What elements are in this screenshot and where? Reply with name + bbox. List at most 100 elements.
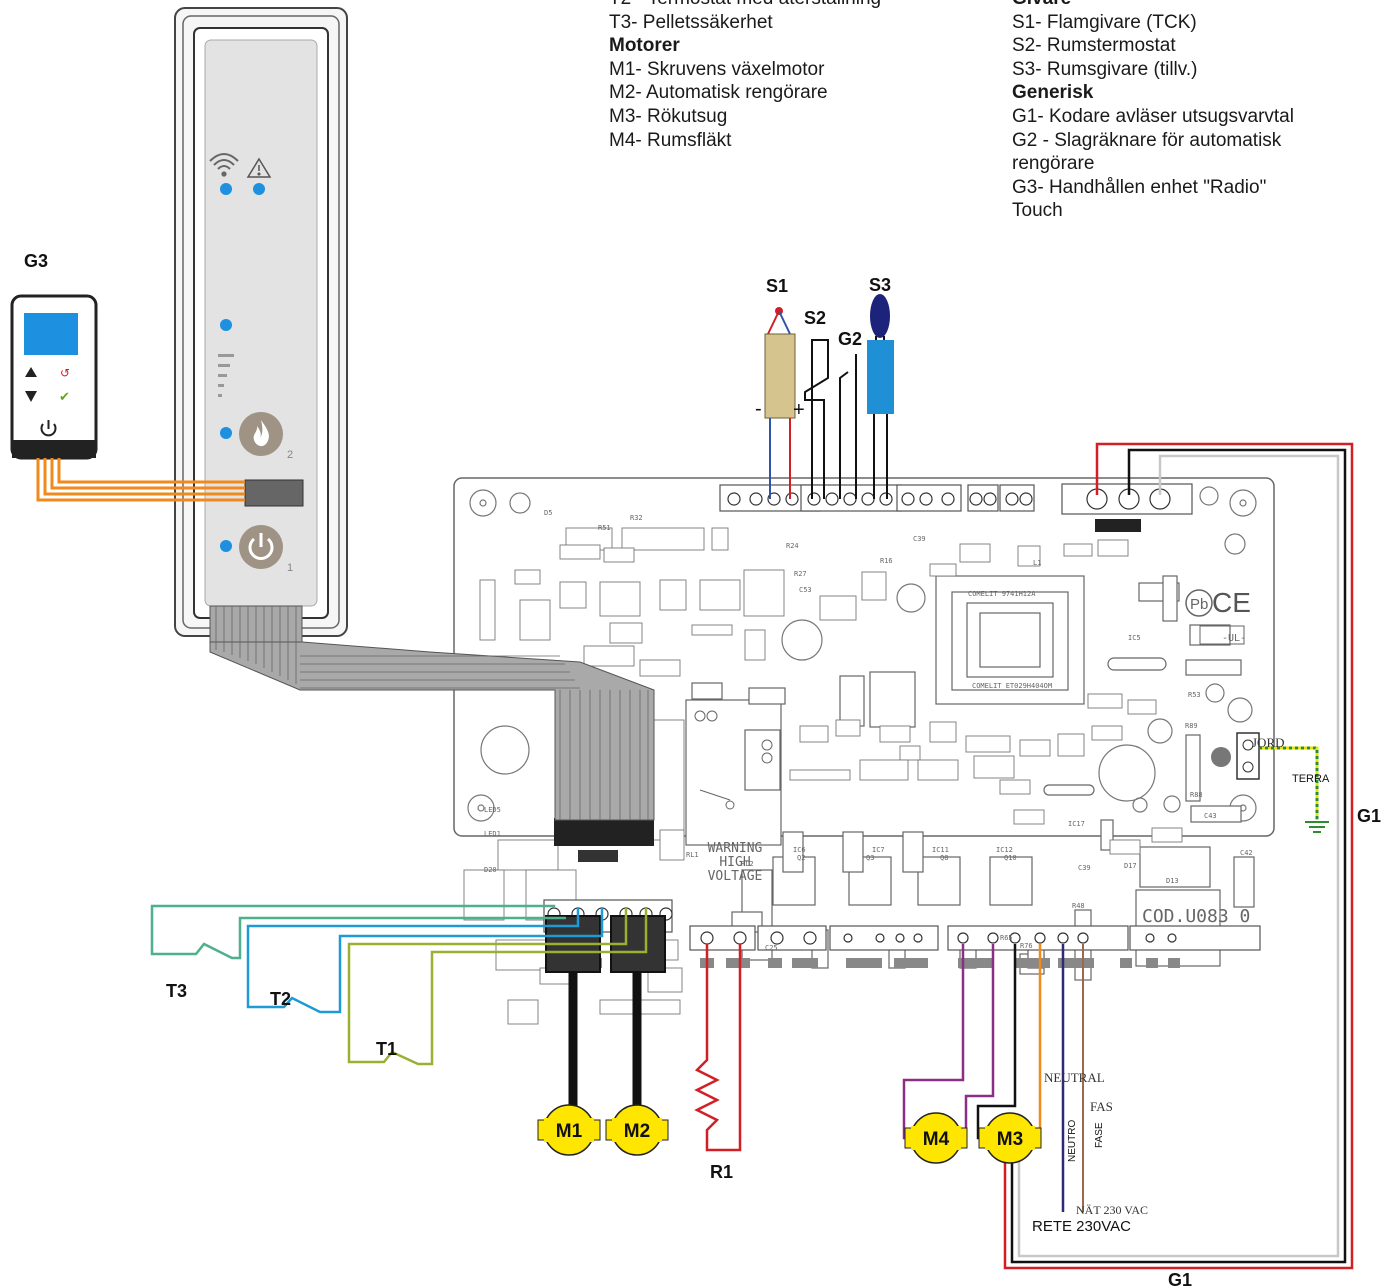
svg-text:Q3: Q3: [866, 854, 874, 862]
control-panel: 2 1: [174, 7, 655, 821]
warning-line-1: WARNING: [708, 841, 763, 856]
ul-mark: -UL-: [1222, 633, 1246, 644]
legend-item: T2 - Termostat med återställning: [609, 0, 989, 11]
svg-text:R88: R88: [1190, 791, 1203, 799]
legend-item: M4- Rumsfläkt: [609, 129, 732, 151]
flame-button[interactable]: [239, 412, 283, 456]
neutro-label: NEUTRO: [1067, 1120, 1078, 1162]
svg-text:R16: R16: [880, 557, 893, 565]
m2-label: M2: [624, 1121, 650, 1142]
neutral-label: NEUTRAL: [1044, 1070, 1105, 1085]
legend-item: M1- Skruvens växelmotor: [609, 58, 825, 80]
legend-item: G1- Kodare avläser utsugsvarvtal: [1012, 105, 1294, 127]
svg-text:D17: D17: [1124, 862, 1137, 870]
svg-text:C39: C39: [1078, 864, 1091, 872]
warning-line-3: VOLTAGE: [708, 869, 763, 884]
warning-line-2: HIGH: [719, 855, 750, 870]
m1-label: M1: [556, 1121, 583, 1142]
svg-text:C39: C39: [913, 535, 926, 543]
svg-text:C25: C25: [765, 944, 778, 952]
svg-text:IC7: IC7: [872, 846, 885, 854]
svg-text:R76: R76: [1020, 942, 1033, 950]
svg-text:Q8: Q8: [940, 854, 948, 862]
svg-text:R24: R24: [786, 542, 799, 550]
legend-item: Touch: [1012, 200, 1063, 222]
power-button-number: 1: [287, 562, 293, 574]
g1-bottom-label: G1: [1168, 1270, 1192, 1288]
svg-text:Pb: Pb: [1190, 596, 1208, 613]
power-button[interactable]: [239, 525, 283, 569]
svg-text:R89: R89: [1185, 722, 1198, 730]
nat-label: NÄT 230 VAC: [1076, 1203, 1148, 1217]
remote-power-icon: [40, 420, 57, 437]
legend-item: T3- Pelletssäkerhet: [609, 11, 773, 33]
up-arrow-icon: [25, 367, 37, 377]
legend-left: T2 - Termostat med återställningT3- Pell…: [609, 0, 989, 152]
legend-right: GivareS1- Flamgivare (TCK)S2- Rumstermos…: [1012, 0, 1382, 223]
svg-text:IC6: IC6: [793, 846, 806, 854]
svg-text:R27: R27: [794, 570, 807, 578]
legend-item: M3- Rökutsug: [609, 105, 728, 127]
svg-text:IC12: IC12: [996, 846, 1013, 854]
svg-text:R51: R51: [598, 524, 611, 532]
s1-plus: +: [793, 399, 805, 421]
rete-label: RETE 230VAC: [1032, 1218, 1131, 1235]
motor-m3: [978, 1112, 1042, 1164]
svg-text:IC5: IC5: [1128, 634, 1141, 642]
g2-label: G2: [838, 329, 862, 349]
legend-heading: Motorer: [609, 35, 680, 57]
motor-m4: [904, 1112, 968, 1164]
fas-label: FAS: [1090, 1099, 1113, 1114]
back-icon: ↺: [60, 366, 70, 380]
svg-text:C53: C53: [799, 586, 812, 594]
g3-remote: ↺ ✔: [10, 294, 98, 460]
legend-item: S2- Rumstermostat: [1012, 35, 1176, 57]
r1-label: R1: [710, 1162, 733, 1182]
legend-item: M2- Automatisk rengörare: [609, 82, 828, 104]
svg-text:D5: D5: [544, 509, 552, 517]
check-icon: ✔: [59, 390, 70, 405]
legend-item: rengörare: [1012, 153, 1095, 175]
motor-m1: [537, 1104, 601, 1156]
flame-icon: [253, 420, 269, 447]
wifi-icon: [209, 153, 239, 177]
svg-text:RL2: RL2: [741, 860, 754, 868]
legend-heading: Generisk: [1012, 82, 1094, 104]
svg-text:R65: R65: [1000, 934, 1013, 942]
legend-item: G2 - Slagräknare för automatisk: [1012, 129, 1282, 151]
svg-text:R32: R32: [630, 514, 643, 522]
svg-text:COMELIT 9741H12A: COMELIT 9741H12A: [968, 590, 1036, 598]
svg-text:Q10: Q10: [1004, 854, 1017, 862]
t1-label: T1: [376, 1039, 397, 1059]
svg-text:L1: L1: [1033, 559, 1041, 567]
g1-right-label: G1: [1357, 806, 1381, 826]
svg-text:IC17: IC17: [1068, 820, 1085, 828]
svg-text:C43: C43: [1204, 812, 1217, 820]
s1-flame-sensor: [764, 307, 796, 499]
m3-label: M3: [997, 1129, 1023, 1150]
s2-room-thermostat: [804, 339, 829, 499]
svg-text:COMELIT ET029H404OM: COMELIT ET029H404OM: [972, 682, 1052, 690]
m4-label: M4: [923, 1129, 950, 1150]
s3-label: S3: [869, 275, 891, 295]
motor-m2: [605, 1104, 669, 1156]
s1-minus: -: [755, 398, 762, 420]
g3-label: G3: [24, 251, 48, 271]
svg-text:D13: D13: [1166, 877, 1179, 885]
t3-label: T3: [166, 981, 187, 1001]
flame-button-number: 2: [287, 449, 293, 461]
t2-label: T2: [270, 989, 291, 1009]
s1-label: S1: [766, 276, 788, 296]
s2-label: S2: [804, 308, 826, 328]
svg-text:LED1: LED1: [484, 830, 501, 838]
svg-text:Q2: Q2: [797, 854, 805, 862]
legend-item: S1- Flamgivare (TCK): [1012, 11, 1197, 33]
down-arrow-icon: [25, 391, 37, 402]
svg-text:C42: C42: [1240, 849, 1253, 857]
legend-item: G3- Handhållen enhet "Radio": [1012, 176, 1267, 198]
fase-label: FASE: [1094, 1122, 1105, 1148]
svg-text:R48: R48: [1072, 902, 1085, 910]
legend-heading: Givare: [1012, 0, 1382, 11]
power-icon: [248, 533, 274, 560]
